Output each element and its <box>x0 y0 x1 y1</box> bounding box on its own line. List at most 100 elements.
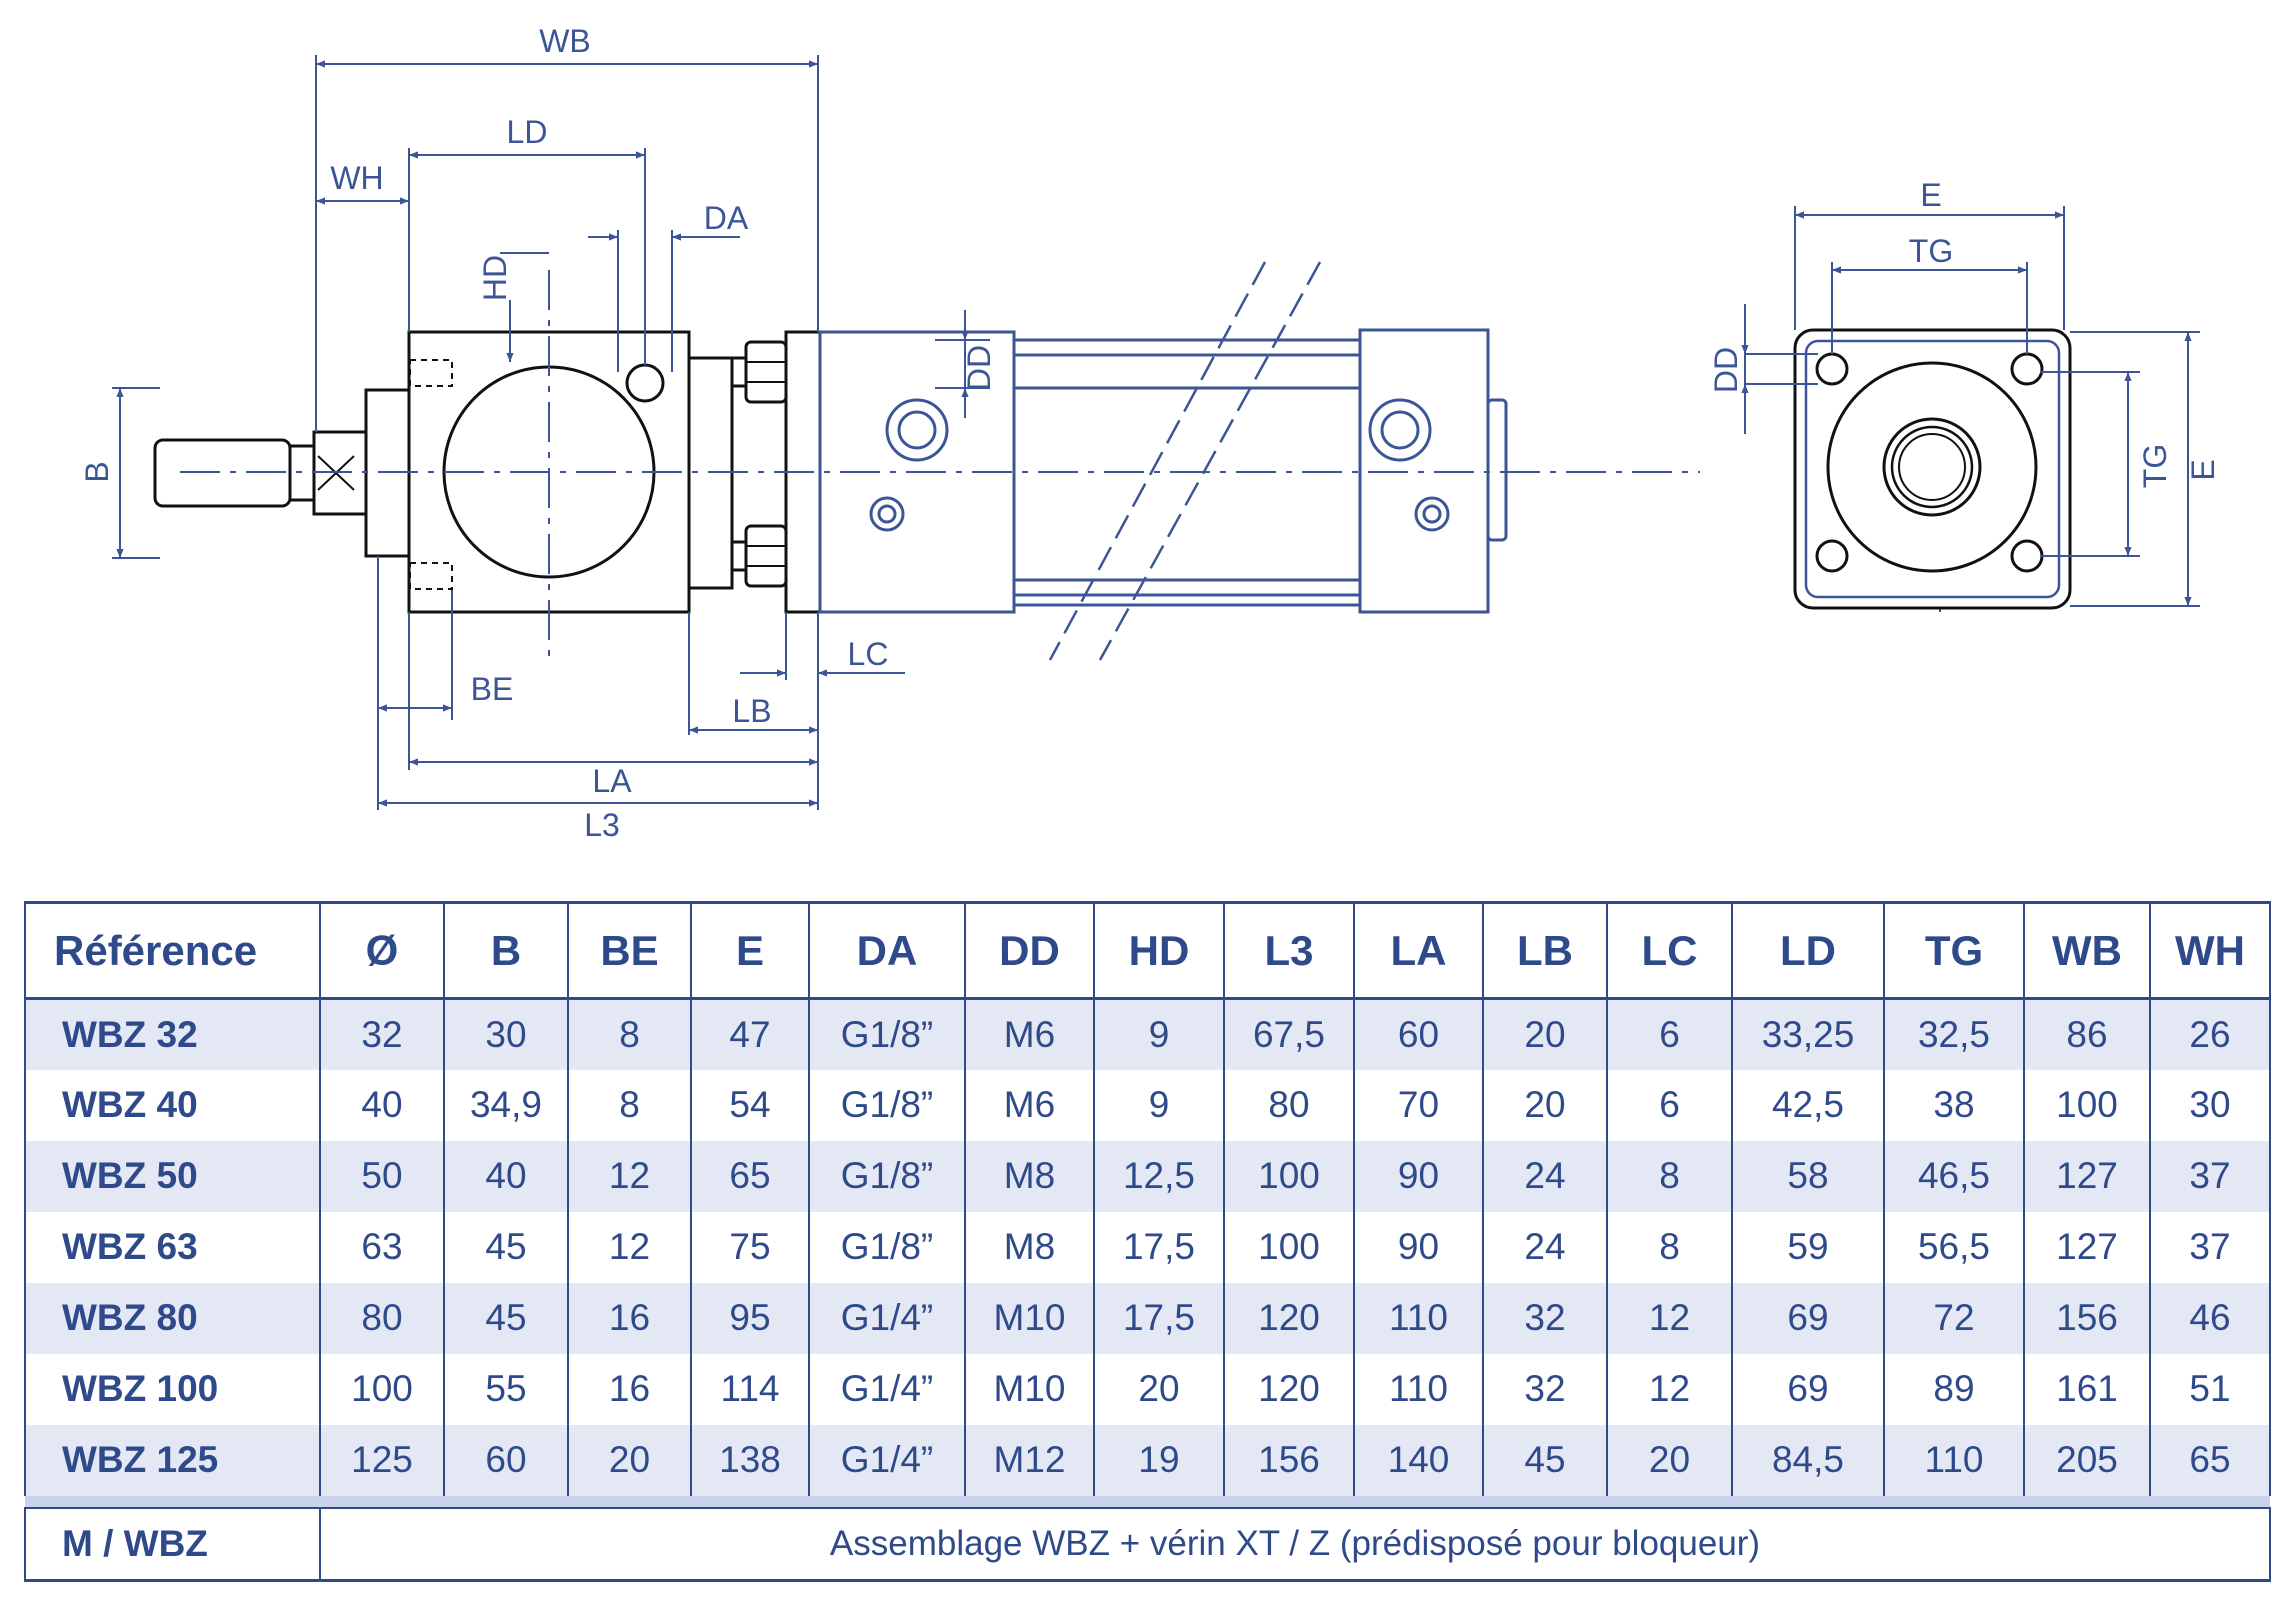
table-cell: 120 <box>1223 1282 1355 1354</box>
table-cell: 161 <box>2023 1353 2151 1425</box>
table-cell: 45 <box>443 1211 569 1283</box>
table-cell: 114 <box>690 1353 810 1425</box>
dim-la: LA <box>592 763 632 799</box>
table-cell: G1/8” <box>808 1211 966 1283</box>
table-cell: 16 <box>567 1282 692 1354</box>
table-cell: 56,5 <box>1883 1211 2025 1283</box>
table-cell: 12 <box>567 1211 692 1283</box>
dim-be: BE <box>471 671 514 707</box>
table-cell: 127 <box>2023 1211 2151 1283</box>
dim-ld: LD <box>507 114 548 150</box>
table-cell: 45 <box>443 1282 569 1354</box>
table-cell: 38 <box>1883 1069 2025 1141</box>
stud-top <box>730 356 748 388</box>
table-cell: 12 <box>567 1140 692 1212</box>
dim-lb: LB <box>732 693 771 729</box>
header-row: Référence Ø B BE E DA DD HD L3 LA LB LC … <box>24 901 2271 1000</box>
table-cell: 8 <box>567 998 692 1070</box>
table-cell: 60 <box>1353 998 1484 1070</box>
table-cell: G1/4” <box>808 1424 966 1496</box>
table-cell: 16 <box>567 1353 692 1425</box>
table-cell: M10 <box>964 1353 1095 1425</box>
table-cell: 156 <box>2023 1282 2151 1354</box>
footer-row: M / WBZ Assemblage WBZ + vérin XT / Z (p… <box>24 1506 2271 1582</box>
table-cell: 72 <box>1883 1282 2025 1354</box>
table-cell: 12 <box>1606 1353 1733 1425</box>
table-cell: 42,5 <box>1731 1069 1885 1141</box>
table-cell: 45 <box>1482 1424 1608 1496</box>
header-cell: B <box>443 901 569 1000</box>
table-cell: 58 <box>1731 1140 1885 1212</box>
table-cell: G1/8” <box>808 998 966 1070</box>
table-cell: 86 <box>2023 998 2151 1070</box>
table-cell: 100 <box>319 1353 445 1425</box>
table-cell: 89 <box>1883 1353 2025 1425</box>
table-cell: 6 <box>1606 1069 1733 1141</box>
table-cell: 9 <box>1093 998 1225 1070</box>
table-cell: 32 <box>1482 1353 1608 1425</box>
end-plate-inner <box>1804 339 2061 599</box>
table-cell: 8 <box>567 1069 692 1141</box>
table-cell: 8 <box>1606 1140 1733 1212</box>
table-cell: 100 <box>1223 1140 1355 1212</box>
stud-bottom <box>730 540 748 572</box>
table-cell: 59 <box>1731 1211 1885 1283</box>
row-reference: WBZ 50 <box>24 1140 321 1212</box>
footer-ref: M / WBZ <box>24 1506 321 1582</box>
table-cell: 6 <box>1606 998 1733 1070</box>
table-cell: 32 <box>319 998 445 1070</box>
table-cell: 69 <box>1731 1353 1885 1425</box>
dim-e-side: E <box>2185 459 2221 480</box>
dim-tg-top: TG <box>1909 233 1953 269</box>
row-reference: WBZ 125 <box>24 1424 321 1496</box>
table-cell: 80 <box>319 1282 445 1354</box>
table-cell: 47 <box>690 998 810 1070</box>
header-cell: LC <box>1606 901 1733 1000</box>
header-cell: Référence <box>24 901 321 1000</box>
table-cell: 17,5 <box>1093 1211 1225 1283</box>
table-cell: 20 <box>567 1424 692 1496</box>
table-cell: M10 <box>964 1282 1095 1354</box>
table-cell: 30 <box>443 998 569 1070</box>
table-cell: 24 <box>1482 1211 1608 1283</box>
header-cell: WH <box>2149 901 2271 1000</box>
header-cell: LB <box>1482 901 1608 1000</box>
table-cell: 50 <box>319 1140 445 1212</box>
dim-wb: WB <box>539 23 591 59</box>
break-lines <box>1048 261 1322 661</box>
header-cell: Ø <box>319 901 445 1000</box>
table-cell: 138 <box>690 1424 810 1496</box>
table-cell: 37 <box>2149 1140 2271 1212</box>
table-cell: 20 <box>1482 998 1608 1070</box>
table-cell: G1/8” <box>808 1140 966 1212</box>
dim-dd: DD <box>961 345 997 391</box>
nut-bottom <box>744 524 788 588</box>
dim-l3: L3 <box>584 807 620 843</box>
table-cell: 46,5 <box>1883 1140 2025 1212</box>
nut-top <box>744 340 788 404</box>
table-cell: 37 <box>2149 1211 2271 1283</box>
table-cell: 54 <box>690 1069 810 1141</box>
table-spacer <box>25 1495 2270 1508</box>
header-cell: DA <box>808 901 966 1000</box>
table-cell: M6 <box>964 998 1095 1070</box>
table-cell: 110 <box>1883 1424 2025 1496</box>
table-cell: M8 <box>964 1140 1095 1212</box>
dim-hd: HD <box>477 255 513 301</box>
table-cell: 100 <box>1223 1211 1355 1283</box>
header-cell: L3 <box>1223 901 1355 1000</box>
dim-dd-end: DD <box>1708 347 1744 393</box>
table-cell: 63 <box>319 1211 445 1283</box>
row-reference: WBZ 32 <box>24 998 321 1070</box>
table-cell: 20 <box>1093 1353 1225 1425</box>
table-cell: 20 <box>1482 1069 1608 1141</box>
table-cell: 40 <box>443 1140 569 1212</box>
table-cell: M8 <box>964 1211 1095 1283</box>
table-cell: 140 <box>1353 1424 1484 1496</box>
port-hole <box>625 363 665 403</box>
table-cell: G1/8” <box>808 1069 966 1141</box>
header-cell: TG <box>1883 901 2025 1000</box>
dimension-lines <box>112 55 990 810</box>
table-cell: 75 <box>690 1211 810 1283</box>
